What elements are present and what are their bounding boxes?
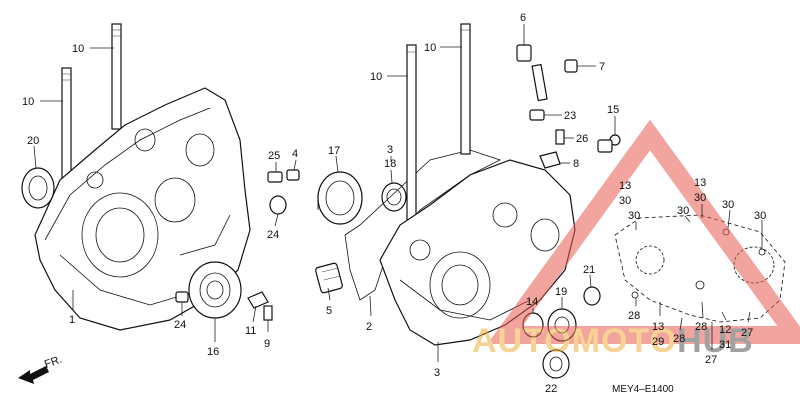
callout-1: 1 <box>69 314 75 326</box>
callout-28: 28 <box>628 310 640 322</box>
callout-2: 2 <box>366 321 372 333</box>
callout-30: 30 <box>628 210 640 222</box>
callout-21: 21 <box>583 264 595 276</box>
callout-14: 14 <box>526 296 538 308</box>
svg-text:AUTOMOTOHUB: AUTOMOTOHUB <box>472 322 754 360</box>
callout-30: 30 <box>677 205 689 217</box>
callout-30: 30 <box>619 195 631 207</box>
callout-10: 10 <box>424 42 436 54</box>
callout-15: 15 <box>607 104 619 116</box>
callout-12: 12 <box>719 324 731 336</box>
watermark-triangle-icon <box>487 119 800 344</box>
callout-8: 8 <box>573 158 579 170</box>
callout-26: 26 <box>576 133 588 145</box>
front-label: FR. <box>43 353 64 370</box>
callout-3: 3 <box>387 144 393 156</box>
diagram-code: MEY4–E1400 <box>612 384 674 395</box>
front-arrow-icon <box>18 366 49 384</box>
callout-27: 27 <box>741 327 753 339</box>
callout-17: 17 <box>328 145 340 157</box>
callout-11: 11 <box>245 325 256 337</box>
front-direction-indicator: FR. <box>18 353 64 384</box>
callout-29: 29 <box>652 336 664 348</box>
callout-18: 18 <box>384 158 396 170</box>
callout-7: 7 <box>599 61 605 73</box>
callout-28: 28 <box>673 333 685 345</box>
callout-24: 24 <box>267 229 279 241</box>
callout-20: 20 <box>27 135 39 147</box>
callout-6: 6 <box>520 12 526 24</box>
watermark-logo: AUTOMOTOHUB <box>472 119 800 360</box>
callout-13: 13 <box>619 180 631 192</box>
callout-30: 30 <box>694 192 706 204</box>
callout-25: 25 <box>268 150 280 162</box>
callout-16: 16 <box>207 346 219 358</box>
center-parts-drawing <box>315 149 502 301</box>
callout-19: 19 <box>555 286 567 298</box>
callout-layer: 10 10 10 10 20 1 25 4 24 24 17 16 11 9 3… <box>22 12 766 395</box>
side-cover-drawing <box>614 214 786 323</box>
callout-5: 5 <box>326 305 332 317</box>
callout-9: 9 <box>264 338 270 350</box>
watermark-prefix: AUTOMOTO <box>472 322 677 360</box>
callout-22: 22 <box>545 383 557 395</box>
callout-30: 30 <box>722 199 734 211</box>
callout-13: 13 <box>652 321 664 333</box>
callout-28: 28 <box>695 321 707 333</box>
callout-10: 10 <box>370 71 382 83</box>
watermark-suffix: HUB <box>677 322 754 360</box>
callout-27: 27 <box>705 354 717 366</box>
callout-10: 10 <box>72 43 84 55</box>
callout-23: 23 <box>564 110 576 122</box>
callout-4: 4 <box>292 148 298 160</box>
callout-3: 3 <box>434 367 440 379</box>
callout-24: 24 <box>174 319 186 331</box>
callout-10: 10 <box>22 96 34 108</box>
left-crankcase-drawing <box>21 23 300 331</box>
callout-31: 31 <box>719 339 731 351</box>
callout-13: 13 <box>694 177 706 189</box>
callout-30: 30 <box>754 210 766 222</box>
